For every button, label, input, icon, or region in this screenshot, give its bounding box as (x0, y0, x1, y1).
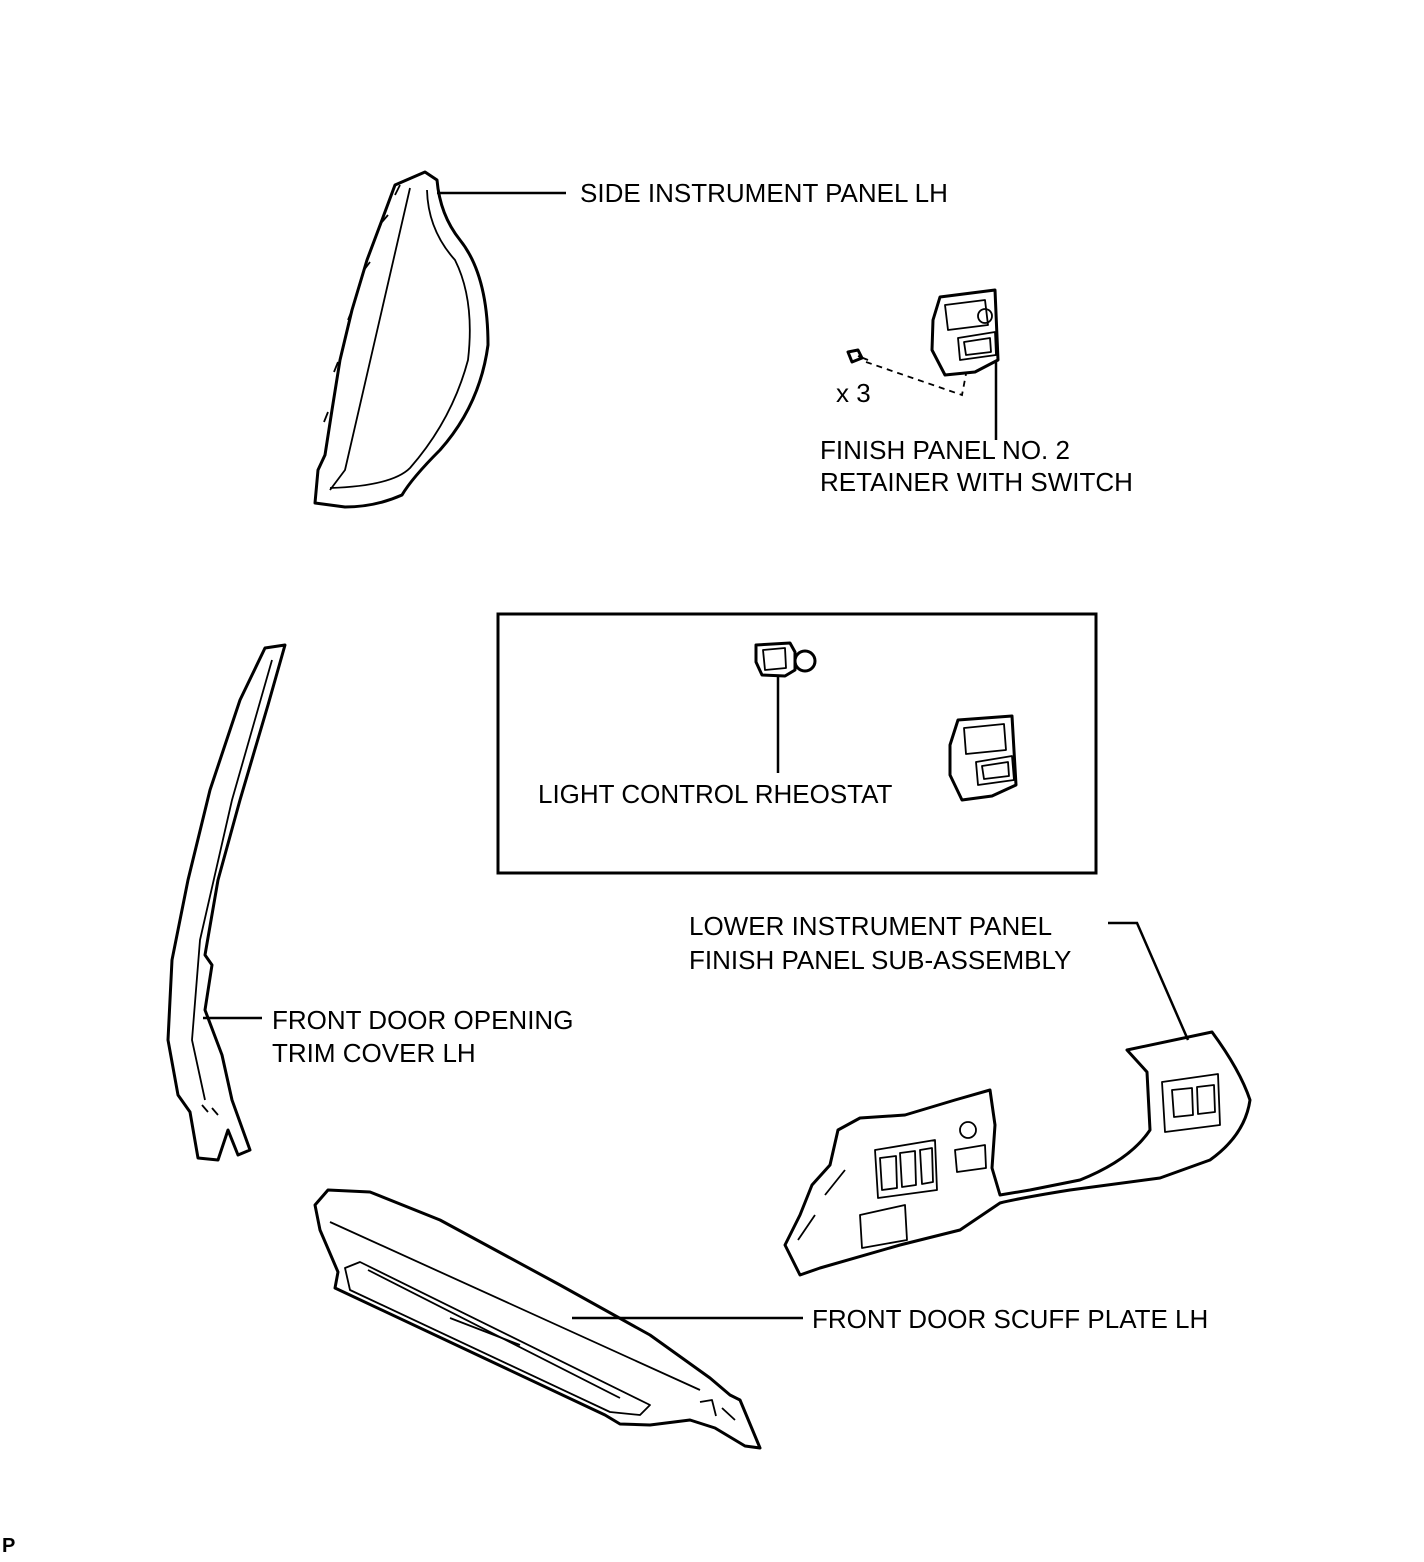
lower-panel-label-line2: FINISH PANEL SUB-ASSEMBLY (689, 945, 1072, 975)
quantity-label: x 3 (836, 378, 871, 408)
scuff-plate-drawing (313, 1188, 762, 1450)
side-instrument-panel-label: SIDE INSTRUMENT PANEL LH (580, 178, 948, 208)
lower-panel-leader (1108, 921, 1190, 1041)
corner-mark: P (2, 1535, 16, 1557)
door-opening-trim-drawing (166, 643, 287, 1162)
door-trim-label-line1: FRONT DOOR OPENING (272, 1005, 574, 1035)
light-control-rheostat-drawing (754, 641, 817, 678)
lower-finish-panel-drawing (783, 1030, 1252, 1277)
finish-panel-label-line2: RETAINER WITH SWITCH (820, 467, 1133, 497)
rheostat-label: LIGHT CONTROL RHEOSTAT (538, 779, 893, 809)
lower-panel-label-line1: LOWER INSTRUMENT PANEL (689, 911, 1053, 941)
screw-path-dashed (865, 361, 967, 397)
door-trim-label-line2: TRIM COVER LH (272, 1038, 476, 1068)
finish-panel-label-line1: FINISH PANEL NO. 2 (820, 435, 1070, 465)
inset-switch-retainer-drawing (948, 714, 1018, 802)
finish-panel-retainer-drawing (846, 288, 1000, 377)
scuff-plate-label: FRONT DOOR SCUFF PLATE LH (812, 1304, 1209, 1334)
variant-inset-box (496, 612, 1098, 875)
side-instrument-panel-drawing (313, 170, 490, 509)
